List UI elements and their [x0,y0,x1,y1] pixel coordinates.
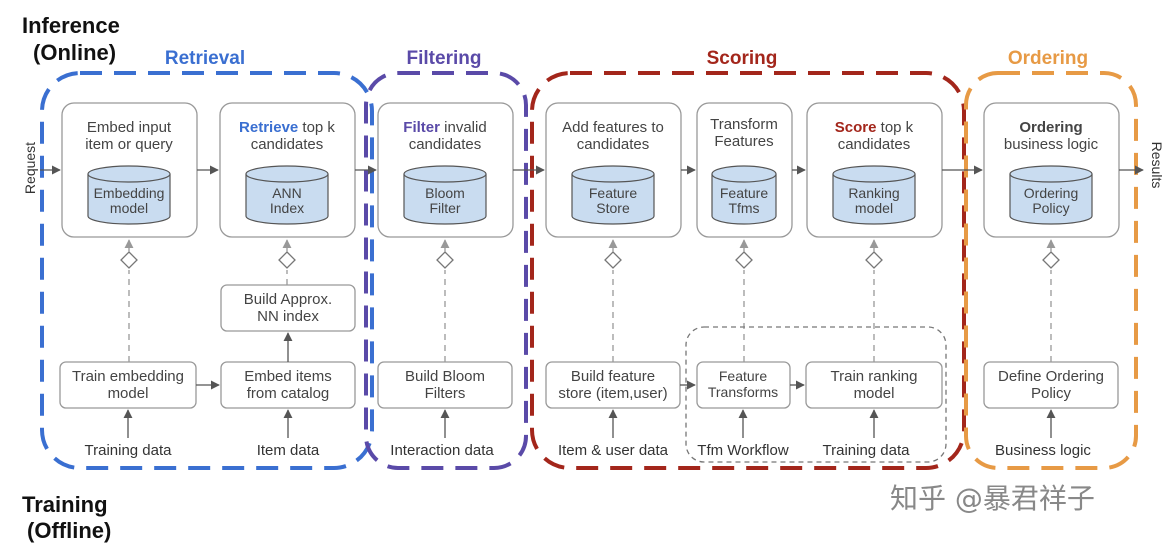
build-store-line1: Build feature [571,368,655,385]
transform-line1: Transform [710,116,778,133]
ordering-bold: Ordering [1019,119,1082,136]
input-interaction-data: Interaction data [390,442,494,459]
ordering-section-outline [964,71,1138,470]
input-business-logic: Business logic [995,442,1091,459]
feature-transforms-line2: Transforms [708,384,778,400]
embedding-model-store-line1: Embedding [94,185,165,201]
embed-line2: item or query [85,136,173,153]
offline-flow-arrows [123,332,1056,438]
offline-boxes [59,284,1119,409]
online-box-score: Score top k candidates Ranking model [806,102,943,238]
retrieve-rest: top k [298,119,335,136]
train-embedding-line2: model [108,385,149,402]
ordering-policy-store-line2: Policy [1032,200,1069,216]
filter-line2: candidates [409,136,482,153]
divider-diamonds [120,251,1060,269]
tfm-workflow-group [685,326,947,463]
feature-transforms-line1: Feature [719,368,767,384]
build-ann-line2: NN index [257,308,319,325]
retrieval-section-outline [40,71,374,470]
input-tfm-workflow: Tfm Workflow [697,442,789,459]
embed-items-line2: from catalog [247,385,330,402]
train-ranking-line1: Train ranking [831,368,918,385]
define-ordering-line2: Policy [1031,385,1072,402]
online-box-embed: Embed input item or query Embedding mode… [61,102,198,238]
svg-text:Score top k: Score top k [835,119,914,136]
online-box-ordering: Ordering business logic Ordering Policy [983,102,1120,238]
score-rest: top k [877,119,914,136]
scoring-section-outline [530,71,966,470]
ann-index-store-line1: ANN [272,185,302,201]
feature-store-line1: Feature [589,185,637,201]
filtering-section-outline [364,71,528,470]
embed-line1: Embed input [87,119,172,136]
input-training-data-2: Training data [823,442,911,459]
build-ann-line1: Build Approx. [244,291,332,308]
section-title-filtering: Filtering [407,48,482,69]
svg-text:Filter invalid: Filter invalid [403,119,486,136]
watermark: 知乎 @暴君祥子 [890,482,1095,515]
ordering-policy-store-line1: Ordering [1024,185,1078,201]
build-bloom-line1: Build Bloom [405,368,485,385]
inference-title: Inference [22,13,120,38]
svg-text:Retrieve top k: Retrieve top k [239,119,335,136]
deploy-connectors [124,239,1056,362]
embed-items-line1: Embed items [244,368,332,385]
filter-bold: Filter [403,119,440,136]
online-box-features: Add features to candidates Feature Store [545,102,682,238]
retrieve-line2: candidates [251,136,324,153]
online-box-filter: Filter invalid candidates Bloom Filter [377,102,514,238]
online-box-transform: Transform Features Feature Tfms [696,102,793,238]
score-line2: candidates [838,136,911,153]
ranking-model-store-line1: Ranking [848,185,899,201]
training-title: Training [22,492,108,517]
build-store-line2: store (item,user) [558,385,667,402]
define-ordering-line1: Define Ordering [998,368,1104,385]
features-line1: Add features to [562,119,664,136]
train-ranking-line2: model [854,385,895,402]
build-bloom-line2: Filters [425,385,466,402]
inference-subtitle: (Online) [33,40,116,65]
bloom-filter-store-line2: Filter [429,200,460,216]
results-label: Results [1149,142,1165,189]
section-title-ordering: Ordering [1008,48,1088,69]
section-title-retrieval: Retrieval [165,48,245,69]
filter-rest: invalid [440,119,487,136]
input-item-data: Item data [257,442,320,459]
online-box-retrieve: Retrieve top k candidates ANN Index [219,102,356,238]
request-label: Request [22,142,38,194]
input-training-data-1: Training data [85,442,173,459]
feature-tfms-store-line2: Tfms [728,200,759,216]
input-item-user-data: Item & user data [558,442,669,459]
features-line2: candidates [577,136,650,153]
retrieve-bold: Retrieve [239,119,298,136]
train-embedding-line1: Train embedding [72,368,184,385]
feature-tfms-store-line1: Feature [720,185,768,201]
ann-index-store-line2: Index [270,200,304,216]
score-bold: Score [835,119,877,136]
embedding-model-store-line2: model [110,200,148,216]
transform-line2: Features [714,133,773,150]
feature-store-line2: Store [596,200,630,216]
ordering-line2: business logic [1004,136,1099,153]
ranking-model-store-line2: model [855,200,893,216]
bloom-filter-store-line1: Bloom [425,185,465,201]
training-subtitle: (Offline) [27,518,111,543]
section-title-scoring: Scoring [707,48,778,69]
